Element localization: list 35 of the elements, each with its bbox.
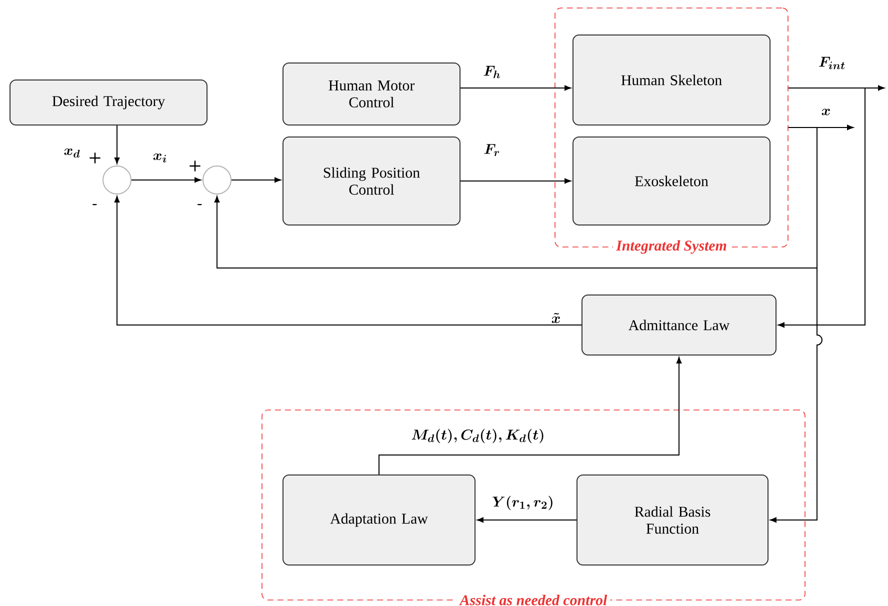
process-box: Admittance Law <box>582 294 776 356</box>
sign-label: - <box>197 204 202 206</box>
process-box: Adaptation Law <box>282 474 476 566</box>
process-box: Radial Basis Function <box>576 474 768 566</box>
edge-label: $F_{r}$ <box>482 143 502 157</box>
edge-label: $x$ <box>820 108 832 116</box>
process-box: Human Skeleton <box>572 34 770 126</box>
process-box: Exoskeleton <box>572 136 770 226</box>
sign-label: - <box>92 204 97 206</box>
process-box: Sliding Position Control <box>282 136 460 226</box>
arrow <box>131 177 201 183</box>
summing-junction <box>202 165 232 194</box>
edge-label: $F_{int}$ <box>817 56 847 70</box>
process-box: Desired Trajectory <box>10 80 208 126</box>
sign-label: + <box>90 152 100 164</box>
arrow <box>231 177 281 183</box>
group-title: Assist as needed control <box>456 594 610 606</box>
arrow <box>114 196 582 326</box>
arrow <box>477 517 577 523</box>
arrow <box>770 126 822 523</box>
arrow <box>460 178 571 184</box>
edge-label: $x_{d}$ <box>62 148 82 158</box>
edge-label: $Y(r_{1},r_{2})$ <box>491 494 555 512</box>
arrow <box>114 124 120 164</box>
arrow <box>460 85 571 91</box>
summing-junction <box>102 165 132 194</box>
edge-label: $F_{h}$ <box>482 64 502 80</box>
arrow <box>378 357 682 475</box>
edge-label: $\tilde{x}$ <box>550 312 562 324</box>
edge-label: $M_{d}(t),C_{d}(t),K_{d}(t)$ <box>410 428 546 444</box>
group-title: Integrated System <box>613 239 730 255</box>
arrow <box>778 87 866 328</box>
process-box: Human Motor Control <box>282 62 460 126</box>
sign-label: + <box>190 160 200 172</box>
edge-label: $x_{i}$ <box>152 152 168 164</box>
